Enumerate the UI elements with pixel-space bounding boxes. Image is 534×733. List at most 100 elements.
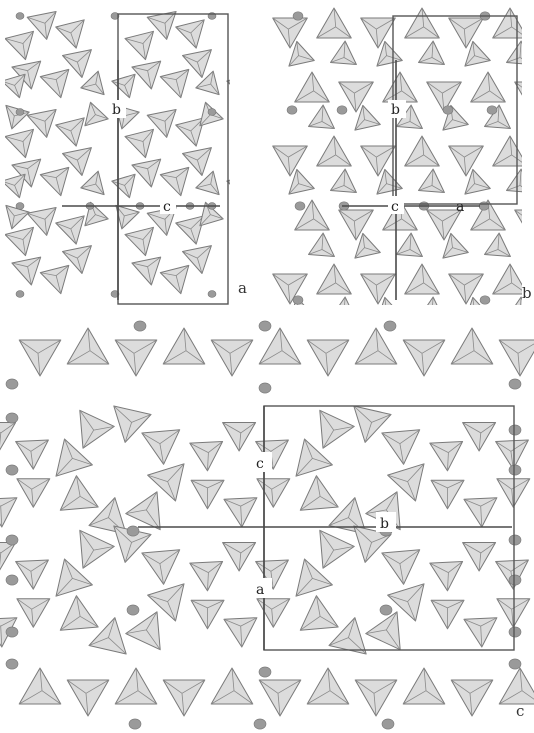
tetrahedron	[211, 668, 253, 704]
panel-b-axis-label-a: a	[456, 199, 464, 215]
cation-atom	[287, 106, 297, 115]
tetrahedron	[0, 543, 16, 572]
tetrahedron-edge	[507, 314, 521, 319]
tetrahedron	[5, 31, 34, 59]
cation-atom	[479, 202, 489, 211]
cation-atom	[509, 627, 521, 637]
tetrahedron-edge	[377, 312, 387, 323]
tetrahedron-edge	[331, 314, 345, 319]
tetrahedron	[361, 18, 396, 48]
tetrahedron	[257, 599, 290, 628]
panel-c-letter: c	[516, 702, 524, 720]
tetrahedron	[12, 257, 41, 285]
cation-atom	[293, 12, 303, 21]
tetrahedron	[125, 31, 154, 59]
panel-a-unit-cell	[118, 14, 228, 304]
tetrahedron-edge	[344, 314, 356, 321]
tetrahedron	[307, 668, 349, 704]
tetrahedron-edge	[239, 212, 254, 216]
tetrahedron	[317, 136, 352, 166]
tetrahedron-edge	[432, 314, 444, 321]
panel-b-tetrahedra	[273, 8, 534, 322]
cation-atom	[295, 202, 305, 211]
tetrahedron	[196, 171, 219, 195]
cation-atom	[480, 296, 490, 305]
tetrahedron	[515, 210, 534, 240]
tetrahedron	[19, 668, 61, 704]
cation-atom	[259, 667, 271, 677]
tetrahedron-edge	[520, 314, 532, 321]
cation-atom	[16, 109, 24, 116]
tetrahedron	[317, 264, 352, 294]
tetrahedron-edge	[237, 116, 240, 129]
panel-c: c b a c	[0, 321, 534, 729]
tetrahedron-edge	[530, 210, 534, 221]
cation-atom	[293, 296, 303, 305]
tetrahedron	[115, 668, 157, 704]
cation-atom	[384, 321, 396, 331]
tetrahedron-edge	[530, 82, 534, 93]
cation-atom	[509, 425, 521, 435]
tetrahedron	[160, 265, 189, 293]
tetrahedron	[224, 498, 257, 527]
tetrahedron-edge	[240, 174, 251, 185]
panel-a: b c a	[0, 12, 254, 305]
cation-atom	[487, 106, 497, 115]
tetrahedron-edge	[299, 312, 315, 317]
tetrahedron-edge	[387, 312, 403, 317]
cation-atom	[509, 575, 521, 585]
cation-atom	[6, 465, 18, 475]
tetrahedron	[224, 618, 257, 647]
tetrahedron	[405, 8, 440, 38]
tetrahedron	[405, 264, 440, 294]
tetrahedron	[40, 265, 69, 293]
cation-atom	[6, 659, 18, 669]
cation-atom	[259, 383, 271, 393]
tetrahedron	[259, 328, 301, 364]
tetrahedron-edge	[240, 85, 245, 97]
panel-b: b c a b	[273, 8, 534, 322]
cation-atom	[134, 321, 146, 331]
cation-atom	[16, 13, 24, 20]
cation-atom	[6, 535, 18, 545]
tetrahedron	[493, 136, 528, 166]
tetrahedron	[273, 18, 308, 48]
tetrahedron-edge	[240, 74, 251, 85]
tetrahedron	[5, 129, 34, 157]
tetrahedron	[403, 668, 445, 704]
tetrahedron	[464, 498, 497, 527]
tetrahedron	[163, 680, 205, 716]
tetrahedron	[227, 74, 250, 98]
cation-atom	[337, 106, 347, 115]
cation-atom	[6, 379, 18, 389]
tetrahedron	[19, 340, 61, 376]
cation-atom	[509, 659, 521, 669]
tetrahedron	[227, 174, 250, 198]
tetrahedron	[81, 171, 104, 195]
tetrahedron-edge	[530, 221, 532, 240]
tetrahedron	[231, 105, 254, 128]
tetrahedron-edge	[289, 312, 299, 323]
tetrahedron	[115, 340, 157, 376]
cation-atom	[380, 605, 392, 615]
tetrahedron	[116, 205, 139, 229]
cation-atom	[254, 719, 266, 729]
tetrahedron	[355, 328, 397, 364]
tetrahedron	[259, 680, 301, 716]
panel-a-tetrahedra	[0, 12, 254, 294]
cation-atom	[509, 379, 521, 389]
tetrahedron-edge	[515, 210, 531, 221]
tetrahedron	[464, 618, 497, 647]
panel-b-letter: b	[522, 284, 532, 302]
cation-atom	[129, 719, 141, 729]
tetrahedron-edge	[239, 112, 254, 116]
panel-b-axis-label-b: b	[391, 102, 400, 118]
tetrahedron-edge	[237, 216, 240, 229]
cation-atom	[6, 627, 18, 637]
cation-atom	[208, 109, 216, 116]
tetrahedron-edge	[240, 185, 245, 197]
tetrahedron	[317, 8, 352, 38]
tetrahedron	[81, 71, 104, 95]
tetrahedron	[307, 340, 349, 376]
tetrahedron	[211, 340, 253, 376]
